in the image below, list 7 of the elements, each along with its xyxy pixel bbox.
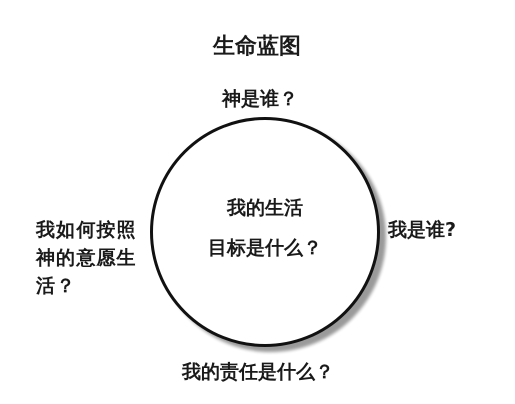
question-text: 我是谁? — [388, 218, 456, 243]
diagram-title: 生命蓝图 — [212, 33, 302, 61]
node-text: 我的生活 — [227, 196, 303, 221]
question-text: 我的责任是什么？ — [182, 360, 334, 385]
question-text: 神是谁？ — [222, 87, 298, 112]
question-text: 我如何按照神的意愿生活？ — [36, 218, 137, 299]
node-text: 目标是什么？ — [208, 236, 322, 261]
